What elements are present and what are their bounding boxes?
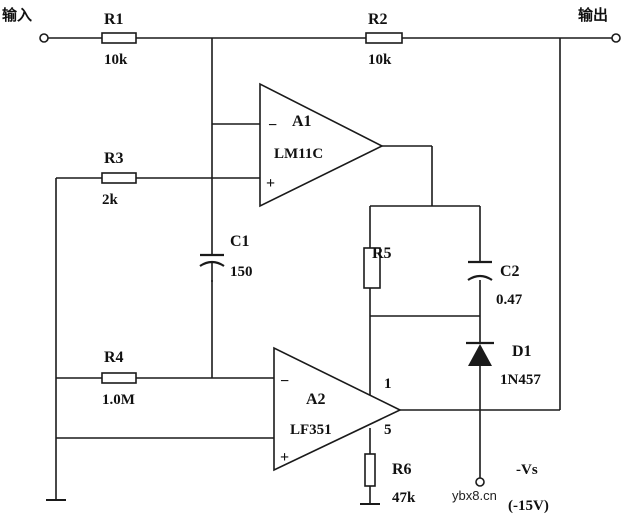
c1-value: 150 xyxy=(230,264,253,280)
vs-value: (-15V) xyxy=(508,498,549,514)
diode-d1 xyxy=(466,341,494,366)
d1-label: D1 xyxy=(512,343,532,360)
a2-label: A2 xyxy=(306,391,326,408)
wires xyxy=(48,37,612,504)
r4-value: 1.0M xyxy=(102,392,135,408)
r1-label: R1 xyxy=(104,11,124,28)
vs-terminal xyxy=(475,477,485,487)
r2-value: 10k xyxy=(368,52,392,68)
a2-minus: − xyxy=(280,373,289,390)
c2-value: 0.47 xyxy=(496,292,523,308)
resistor-r2 xyxy=(365,32,403,44)
pin1-label: 1 xyxy=(384,376,392,392)
input-terminal xyxy=(39,33,49,43)
resistor-r1 xyxy=(101,32,137,44)
a1-plus: + xyxy=(266,175,275,192)
a1-label: A1 xyxy=(292,113,312,130)
capacitor-c2 xyxy=(467,260,493,281)
input-label: 输入 xyxy=(2,6,32,24)
r6-label: R6 xyxy=(392,461,412,478)
a1-part: LM11C xyxy=(274,146,323,162)
resistor-r6 xyxy=(364,453,376,487)
watermark: ybx8.cn xyxy=(452,488,497,503)
r1-value: 10k xyxy=(104,52,128,68)
r3-value: 2k xyxy=(102,192,119,208)
d1-part: 1N457 xyxy=(500,372,541,388)
resistor-r4 xyxy=(101,372,137,384)
a2-plus: + xyxy=(280,449,289,466)
r4-label: R4 xyxy=(104,349,124,366)
pin5-label: 5 xyxy=(384,422,392,438)
r6-value: 47k xyxy=(392,490,416,506)
opamp-a2 xyxy=(273,346,402,472)
vs-label: -Vs xyxy=(516,462,538,478)
resistor-r5 xyxy=(363,247,381,289)
resistor-r3 xyxy=(101,172,137,184)
opamp-a1 xyxy=(259,82,384,208)
r5-label: R5 xyxy=(372,245,392,262)
r3-label: R3 xyxy=(104,150,124,167)
capacitor-c1 xyxy=(196,240,228,282)
r2-label: R2 xyxy=(368,11,388,28)
c2-label: C2 xyxy=(500,263,520,280)
a2-part: LF351 xyxy=(290,422,332,438)
c1-label: C1 xyxy=(230,233,250,250)
output-terminal xyxy=(611,33,621,43)
a1-minus: − xyxy=(268,117,277,134)
output-label: 输出 xyxy=(578,6,608,24)
